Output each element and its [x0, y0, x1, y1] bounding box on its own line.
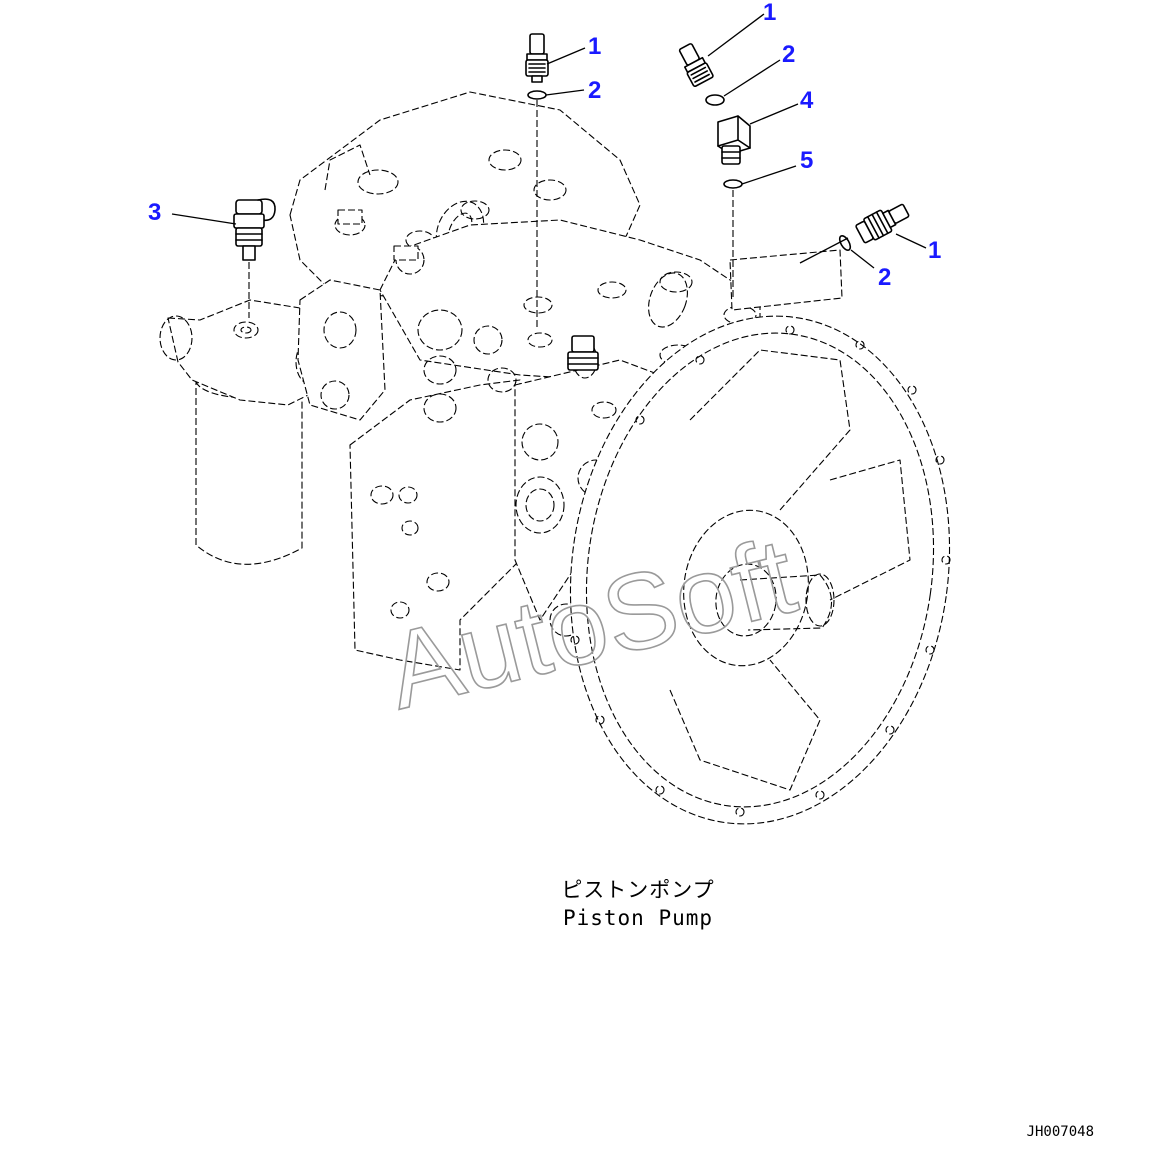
part-connector-right	[855, 203, 910, 244]
caption-english: Piston Pump	[563, 906, 713, 930]
callout-1-top-center: 1	[588, 33, 601, 60]
part-adapter-elbow	[717, 115, 751, 165]
drawing-code: JH007048	[1027, 1124, 1094, 1140]
callout-5-oring: 5	[800, 147, 813, 174]
callout-2-right: 2	[878, 264, 891, 291]
callout-2-top-right: 2	[782, 41, 795, 68]
callout-2-top-center: 2	[588, 77, 601, 104]
leader-lines	[171, 13, 927, 269]
callout-3-sensor: 3	[148, 199, 161, 226]
part-connector-top-right	[678, 43, 714, 88]
part-oring-top-right	[705, 94, 725, 106]
callout-1-top-right: 1	[763, 0, 776, 26]
caption-japanese: ピストンポンプ	[561, 878, 714, 902]
piston-pump-drawing	[159, 91, 951, 825]
callouts: 1 2 1 2 4 5 3 1 2	[148, 0, 941, 291]
part-sensor-left	[233, 198, 276, 261]
flange-bolt-holes	[570, 325, 951, 817]
callout-4-adapter: 4	[800, 87, 814, 114]
part-oring-adapter	[723, 179, 743, 189]
fitting-on-pump	[567, 335, 599, 371]
callout-1-right: 1	[928, 237, 941, 264]
part-oring-right	[838, 234, 852, 252]
part-connector-top-center	[525, 33, 549, 83]
fitting-top-rear	[337, 209, 419, 261]
part-oring-top-center	[527, 90, 547, 100]
